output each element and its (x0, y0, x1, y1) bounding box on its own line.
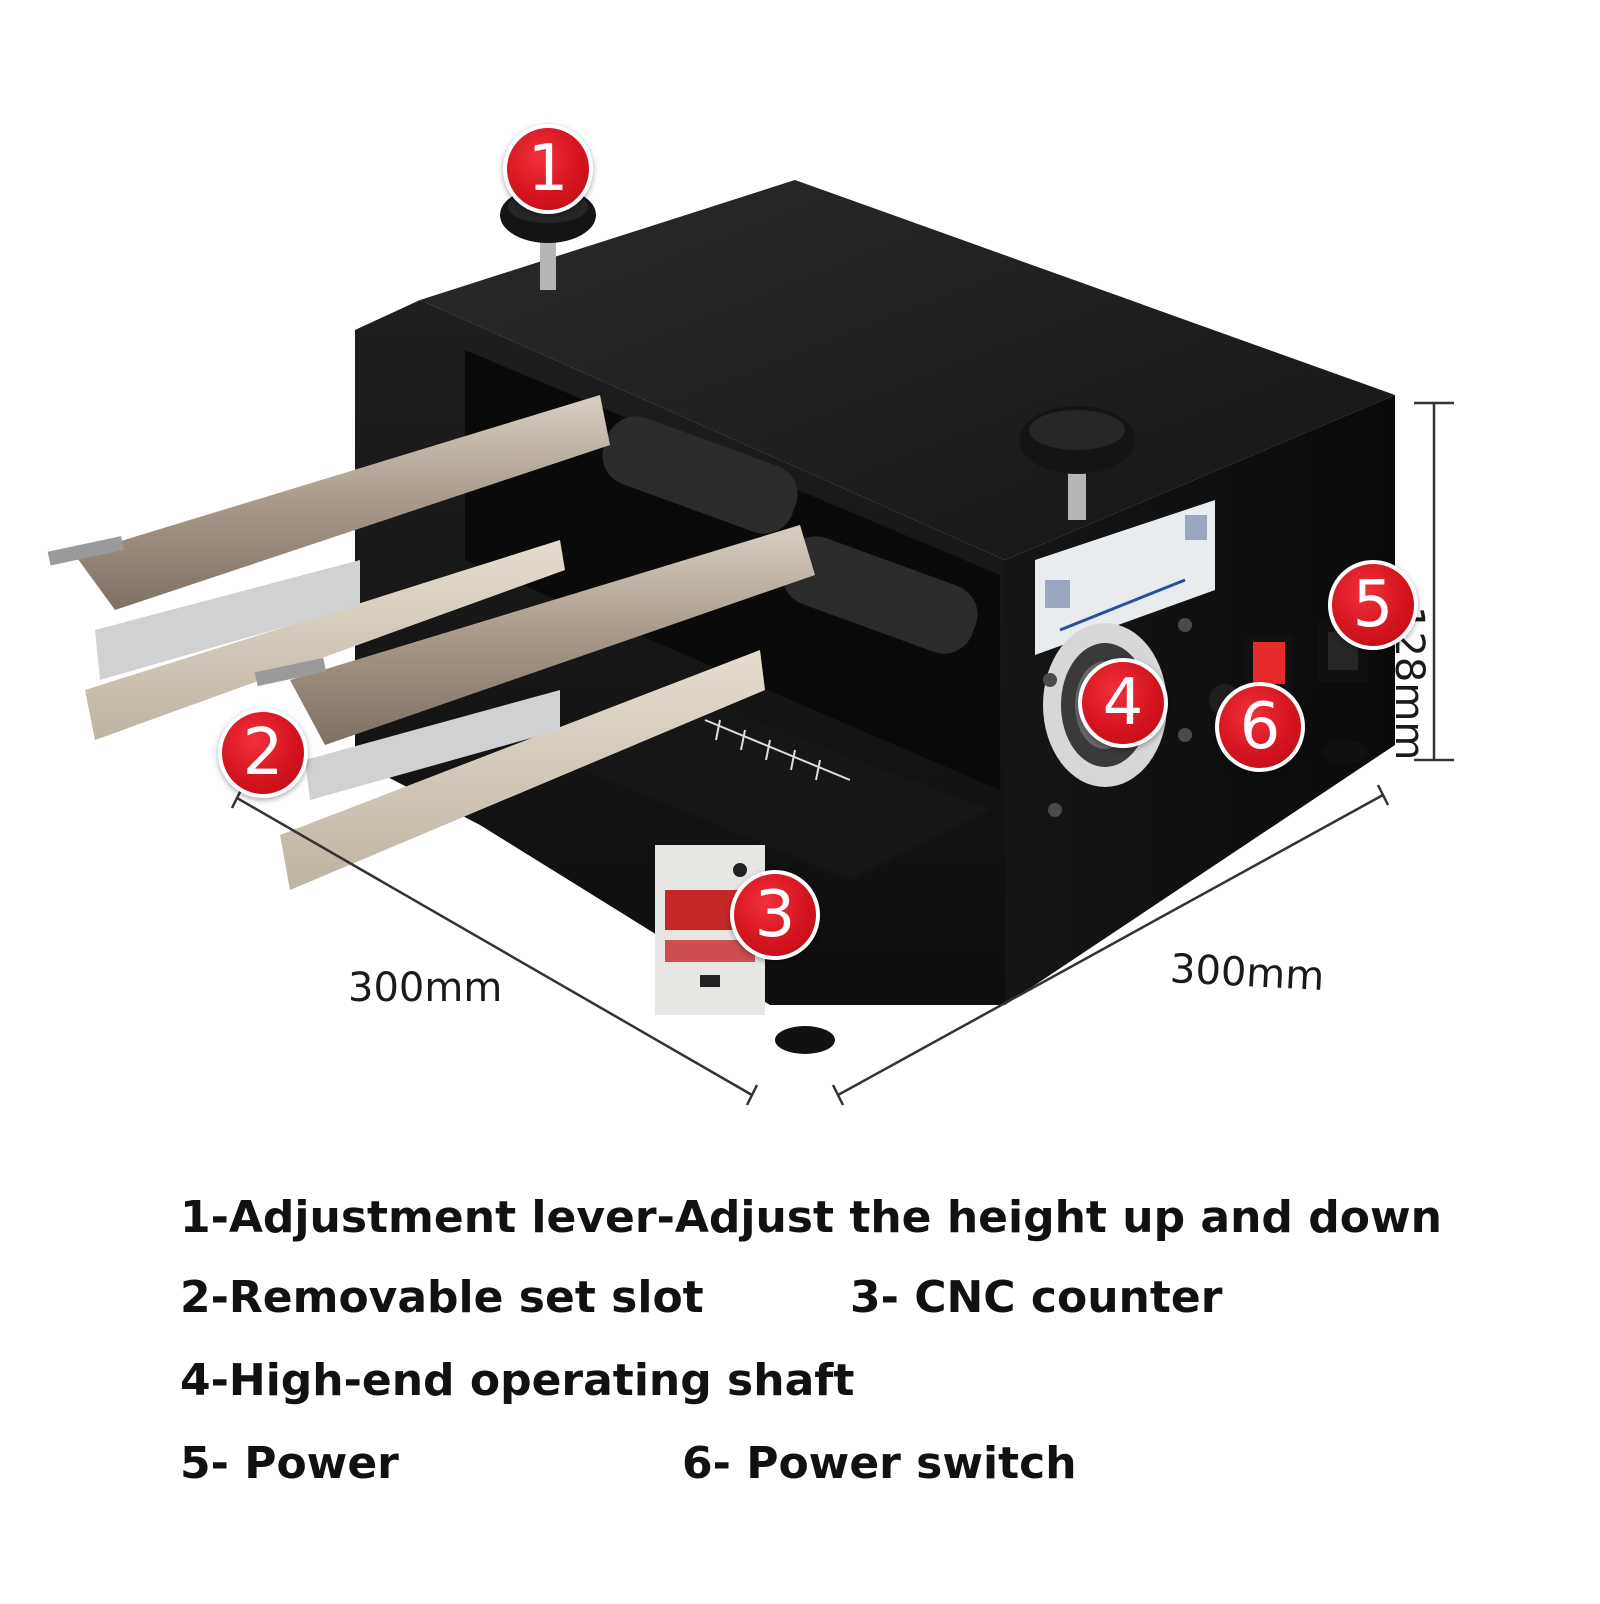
depth-dimension-label: 300mm (348, 965, 503, 1011)
marker-2: 2 (218, 708, 308, 798)
machine-top (420, 180, 1395, 560)
foot-right (1323, 740, 1367, 764)
marker-1: 1 (503, 124, 593, 214)
marker-3: 3 (730, 870, 820, 960)
base-plate (560, 700, 990, 880)
adjustment-knob-right (1019, 406, 1135, 520)
label-plate (1035, 500, 1215, 655)
legend-item-2: 2-Removable set slot (180, 1272, 704, 1323)
legend-item-5: 5- Power (180, 1438, 399, 1489)
mount-screws (1043, 618, 1192, 817)
roller-upper (602, 416, 798, 534)
legend-item-3: 3- CNC counter (850, 1272, 1223, 1323)
cnc-counter-panel (655, 845, 765, 1015)
marker-6: 6 (1215, 682, 1305, 772)
left-arm (47, 395, 610, 740)
legend-item-1: 1-Adjustment lever-Adjust the height up … (180, 1192, 1442, 1243)
legend-item-4: 4-High-end operating shaft (180, 1355, 855, 1406)
marker-4: 4 (1078, 658, 1168, 748)
foot-front (775, 1026, 835, 1054)
legend-item-6: 6- Power switch (682, 1438, 1077, 1489)
width-dimension-label: 300mm (1168, 945, 1326, 1001)
scale-ruler (704, 719, 851, 781)
dimension-lines (230, 401, 1454, 1106)
roller-lower (782, 536, 978, 654)
right-arm (254, 525, 815, 890)
marker-5: 5 (1328, 560, 1418, 650)
